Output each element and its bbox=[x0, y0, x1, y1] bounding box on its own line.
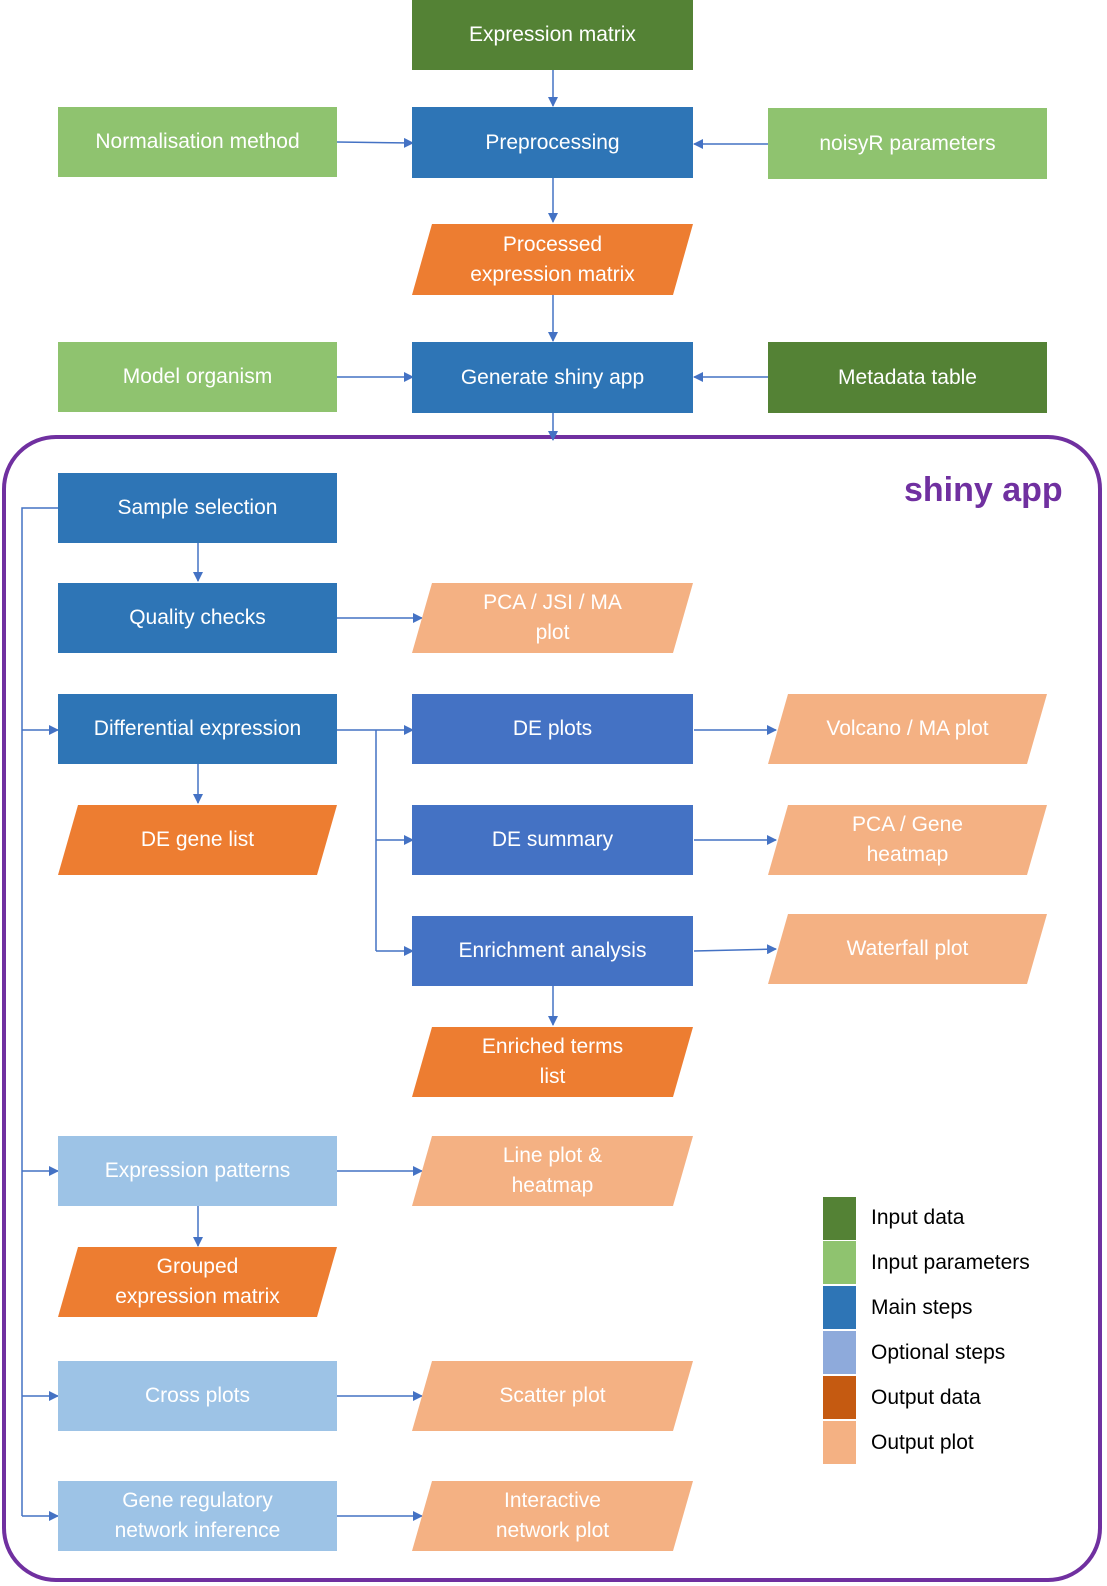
grouped-matrix-box bbox=[58, 1247, 337, 1317]
waterfall-plot-box bbox=[768, 914, 1047, 984]
connectors bbox=[21, 70, 777, 1521]
processed-matrix-box bbox=[412, 224, 693, 295]
de-plots-box bbox=[412, 694, 693, 764]
arrow-enrich-to-waterfall bbox=[693, 944, 777, 955]
interactive-network-box bbox=[412, 1481, 693, 1551]
expression-matrix-box bbox=[412, 0, 693, 70]
pca-jsi-ma-box bbox=[412, 583, 693, 653]
scatter-plot-box bbox=[412, 1361, 693, 1431]
legend-input-data: Input data bbox=[871, 1206, 965, 1229]
de-summary-box bbox=[412, 805, 693, 875]
legend-input-parameters: Input parameters bbox=[871, 1251, 1030, 1274]
legend-swatch-main-steps bbox=[823, 1286, 856, 1329]
legend-main-steps: Main steps bbox=[871, 1296, 973, 1319]
sample-selection-box bbox=[58, 473, 337, 543]
enriched-terms-box bbox=[412, 1027, 693, 1097]
line-plot-box bbox=[412, 1136, 693, 1206]
normalisation-method-box bbox=[58, 107, 337, 177]
arrow-norm-to-preproc bbox=[336, 137, 414, 148]
generate-app-box bbox=[412, 342, 693, 413]
noisyr-parameters-box bbox=[768, 108, 1047, 179]
legend-optional-steps: Optional steps bbox=[871, 1341, 1006, 1364]
grn-box bbox=[58, 1481, 337, 1551]
pca-gene-heatmap-box bbox=[768, 805, 1047, 875]
sample-trunk-line bbox=[21, 507, 58, 1516]
differential-expression-box bbox=[58, 694, 337, 764]
enrichment-analysis-box bbox=[412, 916, 693, 986]
cross-plots-box bbox=[58, 1361, 337, 1431]
legend-output-data: Output data bbox=[871, 1386, 981, 1409]
volcano-ma-box bbox=[768, 694, 1047, 764]
legend-swatch-optional-steps bbox=[823, 1331, 856, 1374]
legend-swatch-output-data bbox=[823, 1376, 856, 1419]
shiny-app-title: shiny app bbox=[904, 471, 1063, 509]
legend-swatch-output-plot bbox=[823, 1421, 856, 1464]
expression-patterns-box bbox=[58, 1136, 337, 1206]
model-organism-box bbox=[58, 342, 337, 412]
quality-checks-box bbox=[58, 583, 337, 653]
preprocessing-box bbox=[412, 107, 693, 178]
legend-output-plot: Output plot bbox=[871, 1431, 974, 1454]
legend-swatch-input-data bbox=[823, 1197, 856, 1240]
de-gene-list-box bbox=[58, 805, 337, 875]
legend-swatch-input-parameters bbox=[823, 1241, 856, 1284]
metadata-table-box bbox=[768, 342, 1047, 413]
